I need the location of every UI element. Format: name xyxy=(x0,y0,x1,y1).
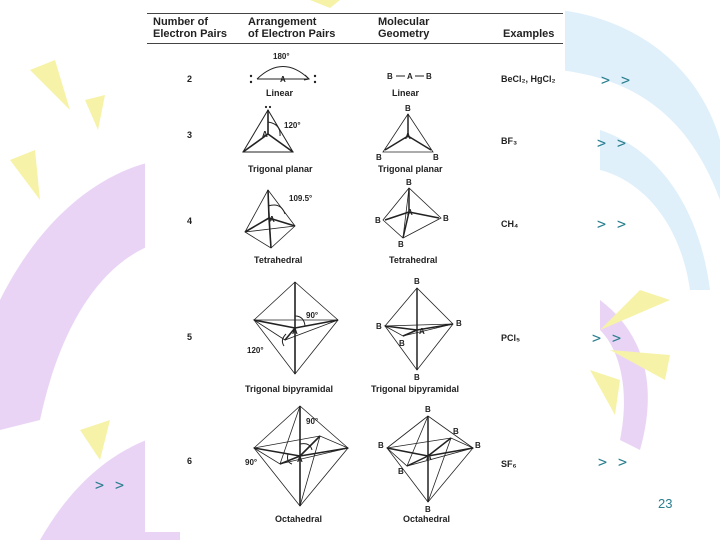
tetrahedral-arrangement-diagram: 109.5° A xyxy=(244,189,312,249)
angle-120-label: 120° xyxy=(284,121,301,130)
arrangement-tetrahedral-label: Tetrahedral xyxy=(254,255,303,265)
svg-text:A: A xyxy=(269,215,275,224)
yellow-wedge-5 xyxy=(610,350,670,380)
arrangement-trigonal-bipyramidal-label: Trigonal bipyramidal xyxy=(245,384,334,394)
svg-text:B: B xyxy=(376,322,382,331)
linear-arrangement-diagram: 180° A xyxy=(249,52,317,84)
svg-text:B: B xyxy=(426,72,432,81)
example-pcl5: PCl₅ xyxy=(501,333,521,343)
svg-text:B: B xyxy=(406,178,412,187)
svg-text:A: A xyxy=(407,72,413,81)
svg-text:B: B xyxy=(475,441,481,450)
example-sf6: SF₆ xyxy=(501,459,517,469)
geometry-linear-label: Linear xyxy=(392,88,420,98)
vsepr-table: Number of Electron Pairs Arrangement of … xyxy=(145,10,565,532)
svg-text:A: A xyxy=(405,132,411,141)
example-ch4: CH₄ xyxy=(501,219,519,229)
angle-90-top-label: 90° xyxy=(306,417,318,426)
yellow-wedge-1 xyxy=(30,60,70,110)
row-3-pairs: 3 xyxy=(187,130,193,140)
yellow-wedge-4 xyxy=(600,290,670,330)
angle-120-label: 120° xyxy=(247,346,264,355)
svg-text:A: A xyxy=(262,130,268,139)
svg-text:B: B xyxy=(414,373,420,382)
trigonal-bipyramidal-arrangement-diagram: 90° 120° A xyxy=(247,281,339,375)
svg-text:B: B xyxy=(443,214,449,223)
example-bf3: BF₃ xyxy=(501,136,518,146)
geometry-trigonal-planar-label: Trigonal planar xyxy=(378,164,443,174)
svg-text:B: B xyxy=(456,319,462,328)
row-4-pairs: 4 xyxy=(187,216,193,226)
tetrahedral-geometry-diagram: B A B B B xyxy=(375,178,449,249)
linear-geometry-diagram: B A B xyxy=(387,72,432,81)
svg-text:B: B xyxy=(425,505,431,514)
slide-number: 23 xyxy=(658,496,673,511)
yellow-wedge-2 xyxy=(85,95,105,130)
central-atom-label: A xyxy=(280,75,286,84)
octahedral-geometry-diagram: B A B B B B B xyxy=(378,405,481,514)
arrangement-linear-label: Linear xyxy=(266,88,294,98)
svg-text:A: A xyxy=(407,208,413,217)
link-arrow-trigonal-bipyramidal[interactable]: > > xyxy=(592,329,623,347)
link-arrow-octahedral[interactable]: > > xyxy=(598,453,629,471)
angle-90-label: 90° xyxy=(306,311,318,320)
svg-text:B: B xyxy=(398,240,404,249)
geometry-trigonal-bipyramidal-label: Trigonal bipyramidal xyxy=(371,384,460,394)
angle-109-label: 109.5° xyxy=(289,194,312,203)
link-arrow-tetrahedral[interactable]: > > xyxy=(597,215,628,233)
svg-text:A: A xyxy=(292,327,298,336)
link-arrow-linear[interactable]: > > xyxy=(601,71,632,89)
svg-text:A: A xyxy=(297,455,303,464)
angle-180-label: 180° xyxy=(273,52,290,61)
geometry-tetrahedral-label: Tetrahedral xyxy=(389,255,438,265)
svg-text:B: B xyxy=(378,441,384,450)
svg-text:B: B xyxy=(399,339,405,348)
header-electron-pairs: Number of Electron Pairs xyxy=(153,16,227,40)
yellow-wedge-8 xyxy=(80,420,110,460)
header-molecular-geometry: Molecular Geometry xyxy=(378,16,430,40)
svg-text:B: B xyxy=(433,153,439,162)
header-rule xyxy=(147,13,563,14)
link-arrow-bottom-left[interactable]: > > xyxy=(95,476,126,494)
svg-text:B: B xyxy=(414,277,420,286)
geometry-octahedral-label: Octahedral xyxy=(403,514,451,524)
header-examples: Examples xyxy=(503,28,555,40)
yellow-wedge-3 xyxy=(10,150,40,200)
purple-swirl-right xyxy=(600,300,648,450)
row-2-pairs: 2 xyxy=(187,74,193,84)
row-5-pairs: 5 xyxy=(187,332,193,342)
blue-swirl-right xyxy=(600,130,710,290)
trigonal-planar-geometry-diagram: B A B B xyxy=(376,104,439,162)
row-6-pairs: 6 xyxy=(187,456,193,466)
example-becl2-hgcl2: BeCl₂, HgCl₂ xyxy=(501,74,556,84)
svg-text:B: B xyxy=(387,72,393,81)
link-arrow-trigonal-planar[interactable]: > > xyxy=(597,134,628,152)
yellow-wedge-6 xyxy=(590,370,620,415)
svg-text:B: B xyxy=(453,427,459,436)
header-underline xyxy=(147,43,563,44)
arrangement-octahedral-label: Octahedral xyxy=(275,514,323,524)
trigonal-bipyramidal-geometry-diagram: B A B B B B xyxy=(376,277,462,382)
svg-text:B: B xyxy=(425,405,431,414)
arrangement-trigonal-planar-label: Trigonal planar xyxy=(248,164,313,174)
svg-text:A: A xyxy=(426,453,432,462)
angle-90-left-label: 90° xyxy=(245,458,257,467)
yellow-wedge-7 xyxy=(310,0,340,8)
octahedral-arrangement-diagram: 90° 90° A xyxy=(245,405,350,507)
blue-swirl-top-right xyxy=(560,10,720,200)
svg-text:B: B xyxy=(376,153,382,162)
svg-text:B: B xyxy=(398,467,404,476)
svg-text:A: A xyxy=(419,327,425,336)
header-arrangement: Arrangement of Electron Pairs xyxy=(248,16,336,40)
svg-text:B: B xyxy=(405,104,411,113)
svg-text:B: B xyxy=(375,216,381,225)
trigonal-planar-arrangement-diagram: 120° A xyxy=(242,105,301,153)
